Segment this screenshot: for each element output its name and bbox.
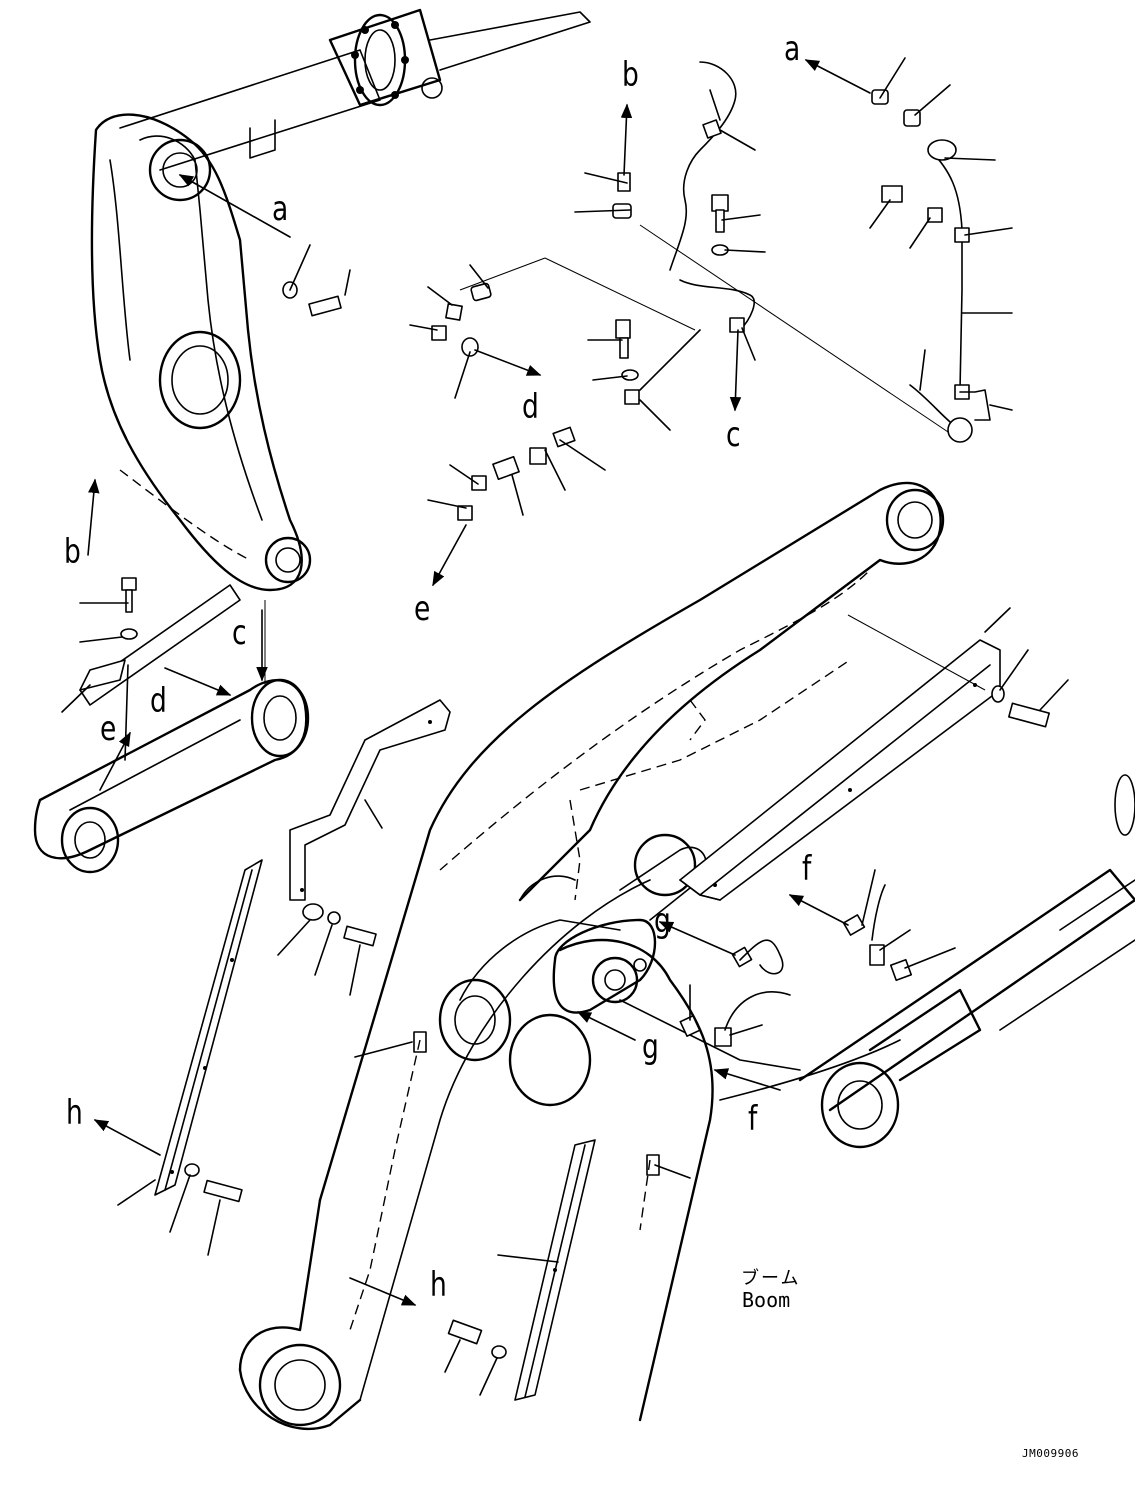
reference-arrows [87,59,871,1306]
callout-f-top: f [802,849,812,889]
callout-h-bottom: h [430,1265,447,1305]
lower-hardware [184,685,1050,1359]
caption-japanese: ブーム [741,1268,801,1289]
callout-a-right: a [784,29,801,69]
drawing-reference-number: JM009906 [1022,1447,1079,1460]
callout-e-top: e [414,589,431,629]
bellcrank-link [90,113,312,592]
callout-c-left: c [232,613,247,653]
lift-cylinder [798,774,1135,1149]
callout-d-left: d [150,681,167,721]
leader-lines [61,57,1069,1396]
callout-f-bottom: f [748,1099,758,1139]
boom-cover [679,639,1001,901]
guard-rail-left [154,859,263,1196]
caption-english: Boom [742,1288,791,1312]
hardware-parts [120,89,973,640]
guard-rail-right [514,1139,596,1401]
callout-d-top: d [522,387,539,427]
callout-g-top: g [654,901,671,941]
callout-b-left: b [64,532,81,572]
lower-link [33,678,310,874]
callout-b-top: b [622,55,639,95]
callout-g-bottom: g [642,1027,659,1067]
callout-a-left: a [272,189,289,229]
callout-h-left: h [66,1093,83,1133]
guard-bracket [289,699,451,901]
boom [238,481,945,1431]
callout-c-top: c [726,415,741,455]
upper-harness [459,61,963,441]
center-pin [552,833,707,1014]
tilt-cylinder [119,8,591,171]
callout-e-left: e [100,709,117,749]
boom-harness [349,699,706,1331]
